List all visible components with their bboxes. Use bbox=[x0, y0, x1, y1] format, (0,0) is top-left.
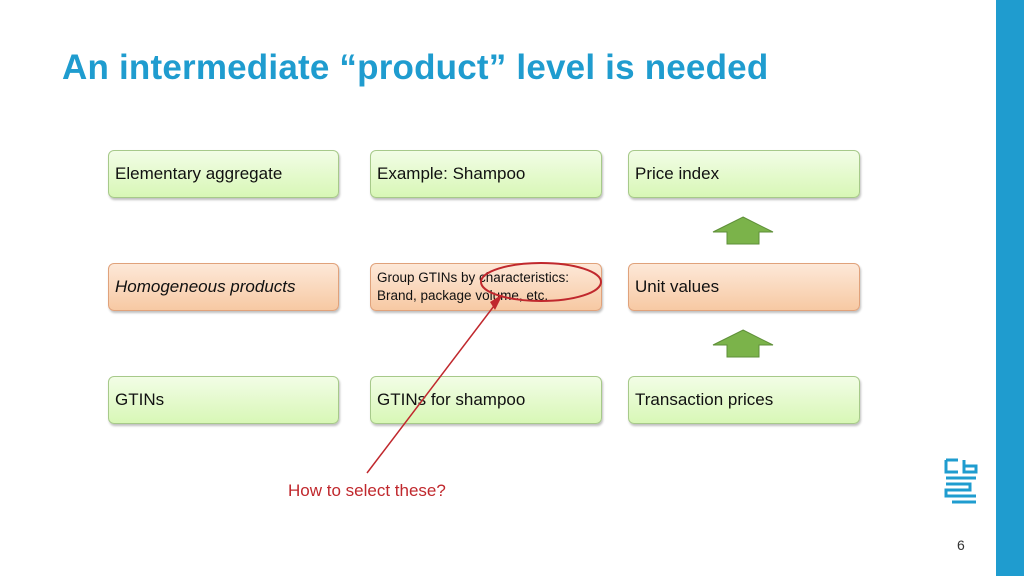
cbs-logo bbox=[944, 458, 978, 504]
box-gtins: GTINs bbox=[108, 376, 339, 424]
box-elementary-aggregate: Elementary aggregate bbox=[108, 150, 339, 198]
slide-title: An intermediate “product” level is neede… bbox=[62, 48, 769, 87]
group-gtins-line1: Group GTINs by characteristics: bbox=[377, 270, 570, 285]
right-accent-bar bbox=[996, 0, 1024, 576]
callout-text: How to select these? bbox=[288, 481, 446, 500]
box-transaction-prices: Transaction prices bbox=[628, 376, 860, 424]
box-group-gtins: Group GTINs by characteristics: Brand, p… bbox=[370, 263, 602, 311]
up-arrow-upper bbox=[712, 216, 774, 245]
highlight-ellipse bbox=[480, 262, 602, 302]
box-homogeneous-products: Homogeneous products bbox=[108, 263, 339, 311]
callout-arrowhead bbox=[490, 294, 503, 310]
box-unit-values: Unit values bbox=[628, 263, 860, 311]
box-example-shampoo: Example: Shampoo bbox=[370, 150, 602, 198]
group-gtins-line2: Brand, package volume, etc. bbox=[377, 288, 549, 303]
box-gtins-for-shampoo: GTINs for shampoo bbox=[370, 376, 602, 424]
callout-connector-line bbox=[366, 301, 498, 474]
page-number: 6 bbox=[957, 537, 965, 553]
box-price-index: Price index bbox=[628, 150, 860, 198]
up-arrow-lower bbox=[712, 329, 774, 358]
